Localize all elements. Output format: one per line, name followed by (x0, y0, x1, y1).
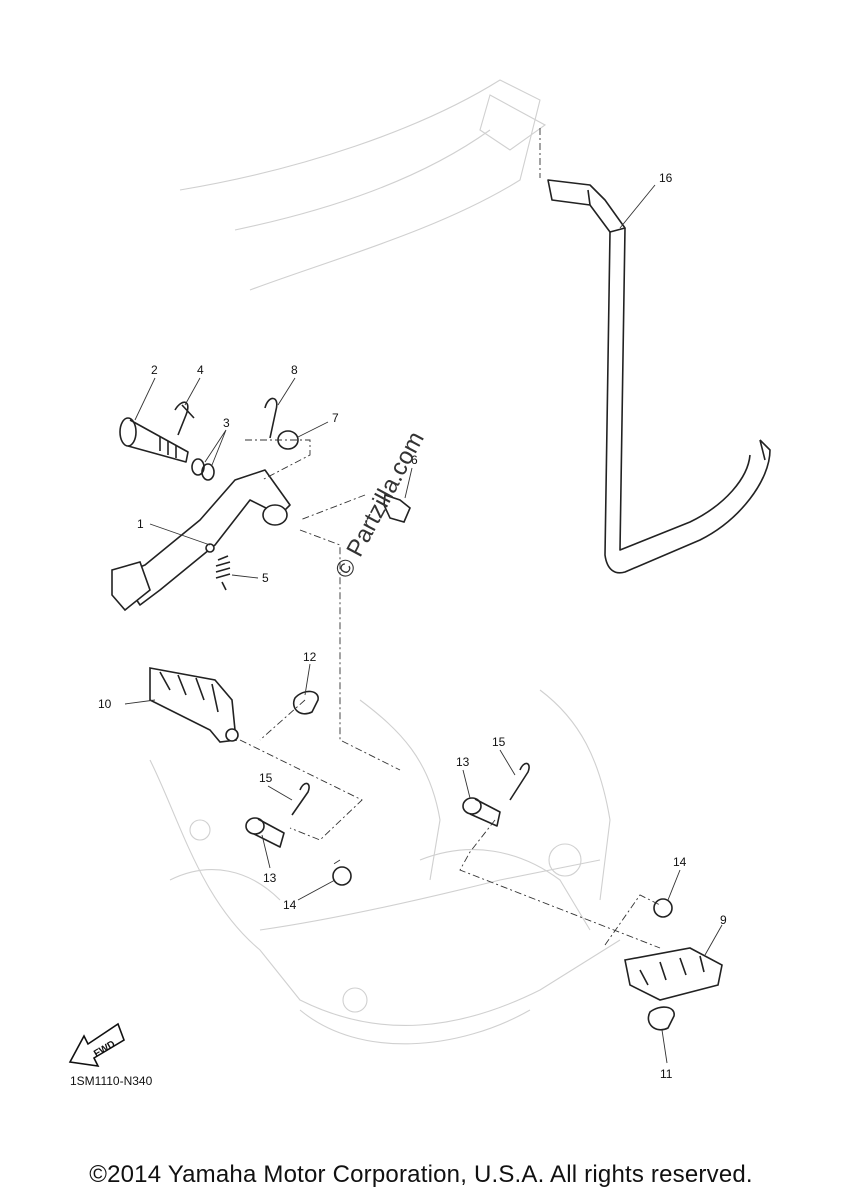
assembly-lines (239, 128, 661, 949)
footrest-9 (624, 947, 723, 1001)
clip-4 (174, 401, 195, 436)
callout-6: 6 (411, 453, 418, 467)
callout-1: 1 (137, 517, 144, 531)
brake-pedal-1 (111, 469, 291, 612)
callout-16: 16 (659, 171, 673, 185)
callout-2: 2 (151, 363, 158, 377)
side-stand-16 (547, 179, 771, 574)
pin-13-left (245, 817, 285, 848)
callout-12: 12 (303, 650, 317, 664)
bolt-6 (383, 493, 411, 523)
spring-11 (647, 1006, 675, 1031)
callout-3: 3 (223, 416, 230, 430)
pin-13-right (462, 797, 501, 827)
cotter-pin-15-left (291, 782, 310, 816)
footrest-10 (149, 667, 239, 743)
callout-14-left: 14 (283, 898, 297, 912)
frame-ghost-outline (149, 79, 621, 1045)
callout-9: 9 (720, 913, 727, 927)
callout-labels: 1 2 3 4 5 6 7 8 9 10 11 12 13 15 13 15 1… (98, 171, 727, 1081)
callout-13-left: 13 (263, 871, 277, 885)
callout-15-right: 15 (492, 735, 506, 749)
o-rings-3 (191, 458, 215, 481)
callout-15-left: 15 (259, 771, 273, 785)
callout-13-right: 13 (456, 755, 470, 769)
callout-14-right: 14 (673, 855, 687, 869)
shaft-2 (119, 417, 189, 463)
callout-11: 11 (660, 1067, 673, 1081)
copyright-notice: ©2014 Yamaha Motor Corporation, U.S.A. A… (89, 1161, 753, 1188)
washer-14-left (332, 866, 352, 886)
leader-lines (124, 184, 723, 1064)
spring-5 (215, 555, 231, 591)
fwd-arrow-icon: FWD (68, 1022, 125, 1068)
callout-4: 4 (197, 363, 204, 377)
cotter-pin-8 (264, 397, 278, 439)
callout-10: 10 (98, 697, 112, 711)
callout-8: 8 (291, 363, 298, 377)
cotter-pin-15-right (509, 762, 530, 801)
callout-5: 5 (262, 571, 269, 585)
spring-12 (293, 690, 319, 715)
washer-14-right (653, 898, 673, 918)
diagram-code: 1SM1110-N340 (70, 1074, 153, 1088)
callout-7: 7 (332, 411, 339, 425)
